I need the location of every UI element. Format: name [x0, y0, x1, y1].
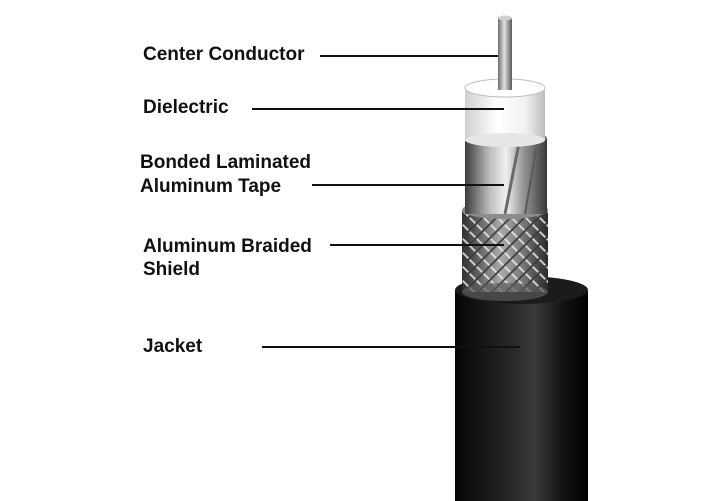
jacket-layer: [455, 276, 588, 501]
dielectric-layer: [464, 78, 546, 147]
label-braid-line-1: Aluminum Braided: [143, 236, 312, 257]
center-conductor-leader-line: [320, 55, 498, 57]
label-dielectric: Dielectric: [143, 97, 229, 118]
jacket-leader-line: [262, 346, 520, 348]
label-tape-line-1: Bonded Laminated: [140, 152, 312, 173]
label-tape-line-2: Aluminum Tape: [140, 176, 282, 197]
label-center-conductor: Center Conductor: [143, 44, 305, 65]
label-braid-line-2: Shield: [143, 259, 201, 280]
braid-leader-line: [330, 244, 504, 246]
tape-leader-line: [312, 184, 504, 186]
braided-shield-layer: [462, 201, 548, 301]
center-conductor-layer: [498, 15, 512, 90]
label-jacket: Jacket: [143, 336, 203, 357]
dielectric-leader-line: [252, 108, 504, 110]
